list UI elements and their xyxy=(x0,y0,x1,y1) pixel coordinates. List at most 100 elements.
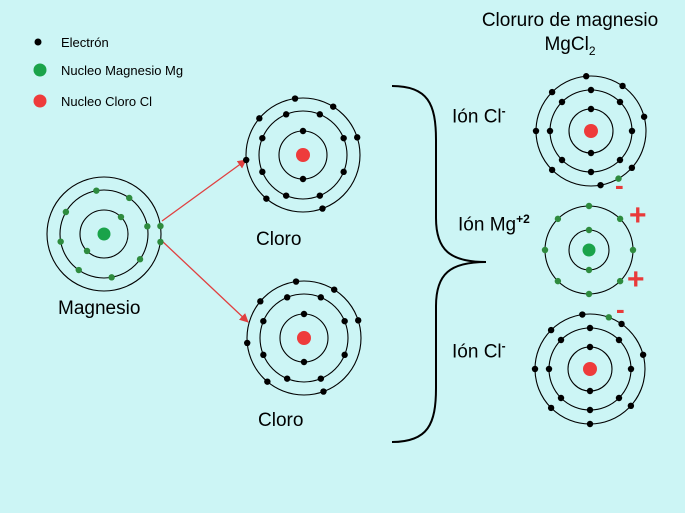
cloro-top-atom-electron xyxy=(259,134,266,142)
cl-bottom-minus-sign: - xyxy=(616,294,625,324)
ion-cl-top-atom-electron xyxy=(616,98,624,106)
title-formula: MgCl2 xyxy=(458,34,682,58)
ion-cl-bottom-atom-electron xyxy=(547,326,555,334)
ion-cl-top-atom-electron xyxy=(615,175,622,182)
cloro-bottom-atom-electron xyxy=(320,388,327,395)
cloro-top-atom-shell-3 xyxy=(245,97,361,213)
ion-cl-bottom-atom-electron xyxy=(557,394,565,402)
legend-cl-nucleus-dot xyxy=(33,94,47,108)
ion-cl-bottom-atom-electron xyxy=(615,394,623,402)
title-text: Cloruro de magnesio xyxy=(481,10,659,31)
ion-cl-top-atom-electron xyxy=(587,86,595,94)
cloro-bottom-atom-electron xyxy=(260,317,267,325)
magnesio-atom-electron xyxy=(57,238,64,245)
ion-mg-charge: +2 xyxy=(516,212,530,226)
ion-cl-bottom-label: Ión Cl- xyxy=(452,339,506,363)
arrow-to-cloro-bottom xyxy=(161,240,249,323)
magnesio-atom-electron xyxy=(83,247,91,255)
cloro-bottom-atom-electron xyxy=(264,378,271,385)
ion-cl-top-atom-electron xyxy=(640,113,648,120)
cloro-top-atom-nucleus xyxy=(296,148,310,162)
cloro-top-atom-electron xyxy=(282,192,290,199)
ion-cl-top-atom-electron xyxy=(546,127,554,135)
cloro-bottom-atom-shell-2 xyxy=(259,293,349,383)
cloro-top-atom-electron xyxy=(316,192,324,199)
cloro-bottom-label: Cloro xyxy=(258,410,304,431)
ion-cl-bottom-atom-electron xyxy=(579,311,586,318)
ion-mg-atom-electron xyxy=(585,226,593,234)
cloro-top-atom-electron xyxy=(256,115,263,122)
ion-mg-atom-electron xyxy=(554,277,562,285)
cloro-bottom-atom-electron xyxy=(292,278,300,285)
ion-cl-top-atom-electron xyxy=(548,166,556,174)
cloro-top-atom-electron xyxy=(319,205,326,212)
ion-mg-base: Ión Mg xyxy=(458,214,517,236)
cloro-top-atom-electron xyxy=(354,134,361,141)
magnesio-atom-electron xyxy=(157,238,164,246)
cloro-bottom-atom-electron xyxy=(283,294,291,301)
cloro-bottom-atom-shell-3 xyxy=(246,280,362,396)
magnesio-atom-shell-2 xyxy=(59,189,149,279)
magnesio-atom-electron xyxy=(93,187,100,194)
ion-cl-top-base: Ión Cl xyxy=(452,106,502,128)
cl-top-minus-sign: - xyxy=(615,170,624,200)
cloro-bottom-atom-electron xyxy=(244,339,251,347)
magnesio-atom-electron xyxy=(126,194,133,202)
cloro-bottom-atom-electron xyxy=(300,358,308,366)
ion-mg-atom-nucleus xyxy=(582,243,596,257)
cloro-top-atom-electron xyxy=(316,111,324,118)
ion-cl-top-atom-nucleus xyxy=(584,124,598,138)
ion-mg-atom-electron xyxy=(616,215,624,223)
magnesio-atom-electron xyxy=(157,222,164,230)
ion-cl-bottom-atom-electron xyxy=(586,406,594,414)
ion-cl-bottom-atom-electron xyxy=(605,314,613,321)
ion-cl-top-atom-electron xyxy=(587,168,595,176)
ion-mg-atom-electron xyxy=(585,266,593,274)
cloro-top-atom-shell-2 xyxy=(258,110,348,200)
cloro-top-label: Cloro xyxy=(256,229,302,250)
cloro-top-atom-electron xyxy=(330,103,337,110)
cloro-bottom-atom-electron xyxy=(341,317,348,325)
ion-mg-atom-electron xyxy=(585,290,593,298)
ion-cl-top-atom-electron xyxy=(597,181,604,189)
ion-mg-atom-electron xyxy=(616,277,624,285)
magnesio-atom-shell-1 xyxy=(79,209,129,259)
cloro-top-atom-electron xyxy=(282,111,290,118)
ion-cl-top-atom-electron xyxy=(628,127,636,135)
ion-cl-bottom-atom-electron xyxy=(586,387,594,395)
cloro-top-atom-electron xyxy=(340,134,347,142)
magnesio-atom-shell-3 xyxy=(46,176,162,292)
ion-cl-top-atom-electron xyxy=(616,156,624,164)
magnesio-atom-electron xyxy=(75,266,82,274)
ion-cl-bottom-atom-electron xyxy=(586,343,594,351)
ion-cl-bottom-atom-nucleus xyxy=(583,362,597,376)
ion-mg-atom-electron xyxy=(585,202,593,210)
ion-cl-top-atom-electron xyxy=(587,105,595,113)
cloro-bottom-atom-electron xyxy=(331,286,338,293)
cloro-top-atom-electron xyxy=(299,127,307,135)
ion-mg-atom-electron xyxy=(541,246,549,254)
magnesio-label: Magnesio xyxy=(58,298,141,319)
magnesio-atom-electron xyxy=(117,213,125,221)
legend-mg-nucleus-dot xyxy=(33,63,47,77)
magnesio-atom-electron xyxy=(108,274,115,281)
ion-cl-bottom-base: Ión Cl xyxy=(452,341,502,363)
cloro-top-atom-electron xyxy=(243,156,250,164)
cloro-bottom-atom-electron xyxy=(260,351,267,359)
ion-cl-bottom-atom-electron xyxy=(627,365,635,373)
ion-cl-top-atom-electron xyxy=(583,73,590,80)
ion-cl-top-atom-electron xyxy=(548,88,556,96)
ion-cl-top-atom-electron xyxy=(628,164,636,172)
ion-cl-bottom-atom-electron xyxy=(545,365,553,373)
ion-cl-bottom-charge: - xyxy=(501,339,506,353)
cloro-top-atom-electron xyxy=(299,175,307,183)
cloro-top-atom-electron xyxy=(259,168,266,176)
mg-plus-sign-top: + xyxy=(629,199,647,232)
cloro-bottom-atom-electron xyxy=(257,298,264,305)
ion-cl-top-atom-electron xyxy=(532,127,540,135)
magnesio-atom-electron xyxy=(144,223,151,230)
legend-electron-label: Electrón xyxy=(61,35,109,50)
cloro-top-atom-electron xyxy=(263,195,270,202)
mg-plus-sign-bottom: + xyxy=(627,263,645,296)
